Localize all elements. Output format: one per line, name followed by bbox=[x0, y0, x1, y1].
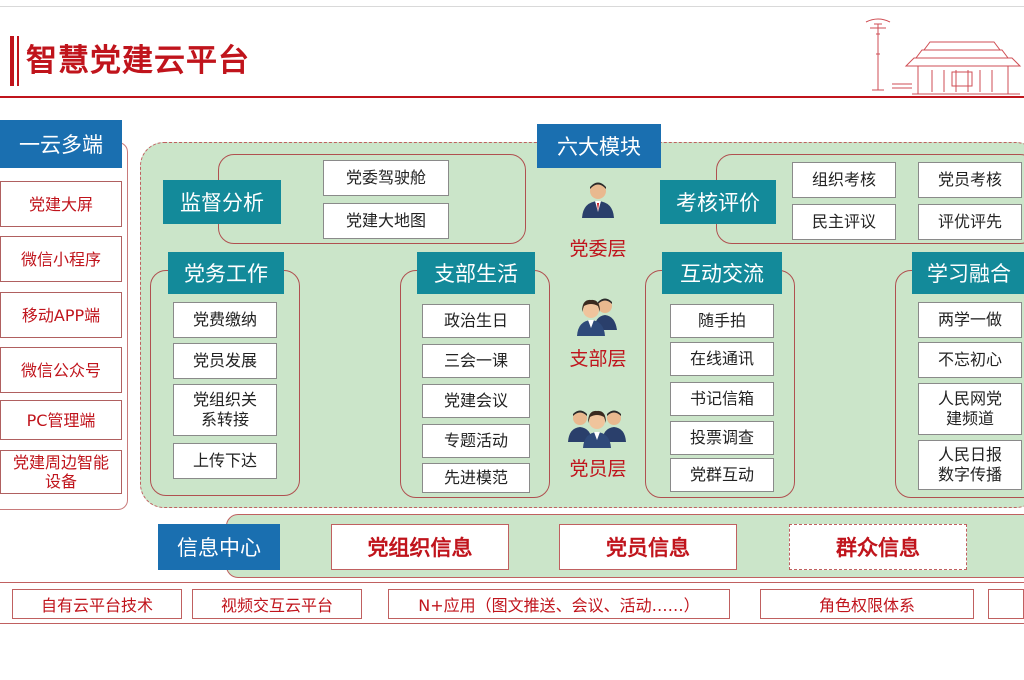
supervision-item-cockpit[interactable]: 党委驾驶舱 bbox=[323, 160, 449, 196]
branch-life-item-conference[interactable]: 党建会议 bbox=[422, 384, 530, 418]
interaction-item-mass[interactable]: 党群互动 bbox=[670, 458, 774, 492]
level-member: 党员层 bbox=[569, 458, 627, 480]
committee-person-icon bbox=[582, 182, 614, 218]
interaction-item-vote[interactable]: 投票调查 bbox=[670, 421, 774, 455]
page-title: 智慧党建云平台 bbox=[26, 43, 250, 79]
interaction-item-mailbox[interactable]: 书记信箱 bbox=[670, 382, 774, 416]
assessment-item-excellence[interactable]: 评优评先 bbox=[918, 204, 1022, 240]
level-committee: 党委层 bbox=[569, 238, 627, 260]
title-accent-bar-thin bbox=[17, 36, 19, 86]
tech-item-n-plus-apps: N+应用（图文推送、会议、活动……） bbox=[388, 589, 730, 619]
terminal-item-wechat-official[interactable]: 微信公众号 bbox=[0, 347, 122, 393]
terminal-item-screen[interactable]: 党建大屏 bbox=[0, 181, 122, 227]
info-item-member[interactable]: 党员信息 bbox=[559, 524, 737, 570]
info-item-masses[interactable]: 群众信息 bbox=[789, 524, 967, 570]
terminal-item-smart-device[interactable]: 党建周边智能设备 bbox=[0, 450, 122, 494]
party-work-label: 党务工作 bbox=[168, 252, 284, 294]
interaction-label: 互动交流 bbox=[662, 252, 782, 294]
terminal-item-pc[interactable]: PC管理端 bbox=[0, 400, 122, 440]
interaction-item-snapshot[interactable]: 随手拍 bbox=[670, 304, 774, 338]
party-work-item-communication[interactable]: 上传下达 bbox=[173, 443, 277, 479]
supervision-label: 监督分析 bbox=[163, 180, 281, 224]
assessment-item-democratic[interactable]: 民主评议 bbox=[792, 204, 896, 240]
supervision-item-map[interactable]: 党建大地图 bbox=[323, 203, 449, 239]
title-accent-bar bbox=[10, 36, 14, 86]
tiananmen-landmark-icon bbox=[865, 18, 1022, 95]
header-rule bbox=[0, 96, 1024, 98]
party-work-item-transfer[interactable]: 党组织关系转接 bbox=[173, 384, 277, 436]
branch-life-item-meetings[interactable]: 三会一课 bbox=[422, 344, 530, 378]
tech-item-video: 视频交互云平台 bbox=[192, 589, 362, 619]
tech-item-truncated bbox=[988, 589, 1024, 619]
info-item-org[interactable]: 党组织信息 bbox=[331, 524, 509, 570]
learning-item-original-aspiration[interactable]: 不忘初心 bbox=[918, 342, 1022, 378]
multi-terminal-label: 一云多端 bbox=[0, 120, 122, 168]
branch-people-icon bbox=[577, 298, 617, 336]
level-branch: 支部层 bbox=[569, 348, 627, 370]
terminal-item-mobile-app[interactable]: 移动APP端 bbox=[0, 292, 122, 338]
learning-label: 学习融合 bbox=[912, 252, 1024, 294]
assessment-item-org[interactable]: 组织考核 bbox=[792, 162, 896, 198]
member-people-icon bbox=[568, 410, 626, 448]
party-work-item-dues[interactable]: 党费缴纳 bbox=[173, 302, 277, 338]
assessment-item-member[interactable]: 党员考核 bbox=[918, 162, 1022, 198]
party-work-item-development[interactable]: 党员发展 bbox=[173, 343, 277, 379]
six-modules-label: 六大模块 bbox=[537, 124, 661, 168]
branch-life-item-model[interactable]: 先进模范 bbox=[422, 463, 530, 493]
interaction-item-online[interactable]: 在线通讯 bbox=[670, 342, 774, 376]
terminal-item-miniprogram[interactable]: 微信小程序 bbox=[0, 236, 122, 282]
branch-life-label: 支部生活 bbox=[417, 252, 535, 294]
learning-item-people-net[interactable]: 人民网党建频道 bbox=[918, 383, 1022, 435]
learning-item-two-studies[interactable]: 两学一做 bbox=[918, 302, 1022, 338]
tech-item-roles: 角色权限体系 bbox=[760, 589, 974, 619]
branch-life-item-special[interactable]: 专题活动 bbox=[422, 424, 530, 458]
assessment-label: 考核评价 bbox=[660, 180, 776, 224]
learning-item-people-daily[interactable]: 人民日报数字传播 bbox=[918, 440, 1022, 490]
branch-life-item-birthday[interactable]: 政治生日 bbox=[422, 304, 530, 338]
top-divider bbox=[0, 6, 1024, 7]
tech-item-cloud: 自有云平台技术 bbox=[12, 589, 182, 619]
info-center-label: 信息中心 bbox=[158, 524, 280, 570]
